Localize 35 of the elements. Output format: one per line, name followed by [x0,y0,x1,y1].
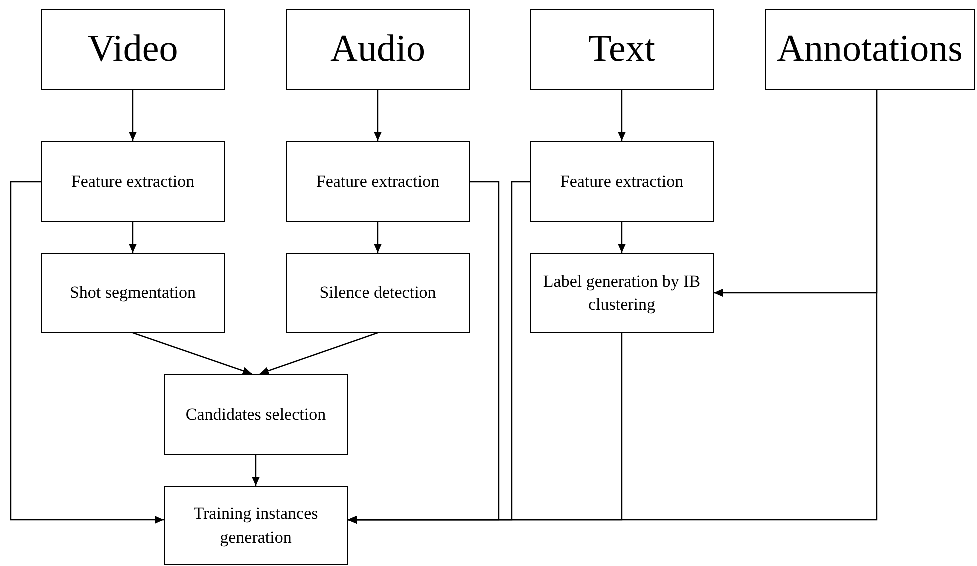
box-label: Video [88,26,178,72]
arrow [374,222,382,253]
arrow [132,332,252,375]
box-label: Annotations [777,26,963,72]
box-label: Silence detection [320,282,436,304]
process-box [530,141,714,222]
process-box [286,141,470,222]
arrow [260,332,378,375]
box-label: Shot segmentation [70,282,196,304]
arrow [348,90,878,524]
process-box [164,374,348,455]
process-box [164,486,348,565]
box-label: Label generation by IB clustering [542,270,702,316]
process-box [41,253,225,333]
process-box [41,141,225,222]
arrow [10,181,164,524]
box-label: Feature extraction [71,170,195,193]
box-label: Training instances generation [192,503,320,549]
process-box [530,9,714,90]
box-label: Audio [330,26,426,72]
process-box [41,9,225,90]
box-label: Candidates selection [186,404,326,426]
arrow [129,222,137,253]
arrow [129,90,137,141]
process-box [286,9,470,90]
arrow [618,90,626,141]
box-label: Text [588,26,656,72]
arrow [252,455,260,486]
process-box [286,253,470,333]
process-box [530,253,714,333]
box-label: Feature extraction [316,170,440,193]
process-box [765,9,975,90]
arrow [618,222,626,253]
arrow [374,90,382,141]
box-label: Feature extraction [560,170,684,193]
